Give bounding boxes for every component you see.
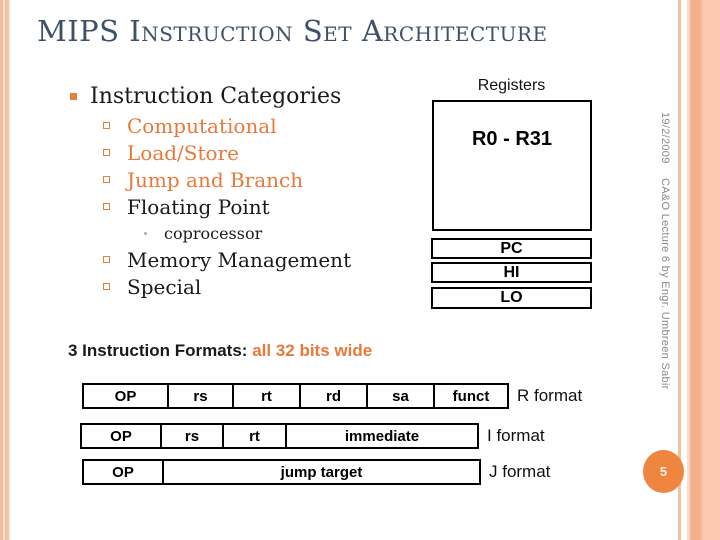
field-rd: rd — [301, 383, 368, 409]
registers-diagram-label: Registers — [477, 77, 546, 94]
field-rt: rt — [234, 383, 301, 409]
formats-heading-prefix: 3 Instruction Formats: — [68, 341, 253, 360]
list-item-memory-management: Memory Management — [70, 246, 430, 273]
list-heading-label: Instruction Categories — [90, 83, 342, 109]
right-accent-border — [687, 0, 720, 540]
list-item-computational: Computational — [70, 112, 430, 139]
j-format-row: OP jump target J format — [82, 459, 550, 485]
sidebar-credit: CA&O Lecture 6 by Engr. Umbreen Sabir — [659, 177, 671, 390]
list-item-heading: Instruction Categories — [70, 80, 430, 112]
i-format-label: I format — [487, 426, 545, 445]
list-item-coprocessor: coprocessor — [70, 220, 430, 246]
j-format-fields: OP jump target — [82, 459, 481, 485]
bullet-hollow-square-icon — [103, 122, 110, 129]
list-item-label: coprocessor — [164, 223, 263, 243]
lo-register-box: LO — [431, 287, 592, 309]
field-op: OP — [82, 383, 169, 409]
field-rs: rs — [169, 383, 234, 409]
list-item-load-store: Load/Store — [70, 139, 430, 166]
list-item-jump-branch: Jump and Branch — [70, 166, 430, 193]
list-item-label: Jump and Branch — [127, 167, 304, 192]
r-format-fields: OP rs rt rd sa funct — [82, 383, 509, 409]
r-format-row: OP rs rt rd sa funct R format — [82, 383, 582, 409]
register-file-box: R0 - R31 — [432, 100, 592, 231]
bullet-hollow-square-icon — [103, 203, 110, 210]
left-accent-border — [0, 0, 10, 540]
field-op: OP — [80, 423, 162, 449]
i-format-row: OP rs rt immediate I format — [80, 423, 545, 449]
page-number: 5 — [659, 464, 668, 479]
sidebar-vertical-text: 19/2/2009CA&O Lecture 6 by Engr. Umbreen… — [659, 112, 671, 389]
bullet-dot-icon — [144, 231, 147, 235]
right-accent-line — [678, 0, 681, 540]
list-item-label: Floating Point — [127, 194, 270, 219]
j-format-label: J format — [489, 462, 551, 481]
sidebar-date: 19/2/2009 — [659, 112, 671, 164]
slide-title: MIPS Instruction Set Architecture — [37, 14, 548, 48]
bullet-hollow-square-icon — [103, 256, 110, 263]
bullet-square-icon — [70, 92, 77, 100]
bullet-hollow-square-icon — [103, 283, 110, 290]
register-file-label: R0 - R31 — [471, 128, 553, 150]
list-item-floating-point: Floating Point — [70, 193, 430, 220]
bullet-hollow-square-icon — [103, 176, 110, 183]
field-rt: rt — [224, 423, 287, 449]
formats-heading-highlight: all 32 bits wide — [252, 341, 373, 360]
list-item-label: Load/Store — [127, 140, 239, 165]
instruction-categories-list: Instruction Categories Computational Loa… — [70, 80, 430, 300]
pc-register-box: PC — [431, 238, 592, 259]
formats-heading: 3 Instruction Formats: all 32 bits wide — [68, 341, 372, 361]
field-rs: rs — [162, 423, 224, 449]
field-sa: sa — [368, 383, 435, 409]
page-number-badge: 5 — [643, 450, 684, 493]
r-format-label: R format — [517, 386, 583, 405]
field-funct: funct — [435, 383, 509, 409]
field-immediate: immediate — [287, 423, 479, 449]
list-item-label: Memory Management — [127, 247, 352, 272]
field-jump-target: jump target — [164, 459, 481, 485]
list-item-label: Special — [127, 274, 202, 299]
hi-register-box: HI — [431, 262, 592, 283]
field-op: OP — [82, 459, 164, 485]
list-item-special: Special — [70, 273, 430, 300]
i-format-fields: OP rs rt immediate — [80, 423, 479, 449]
bullet-hollow-square-icon — [103, 149, 110, 156]
list-item-label: Computational — [127, 113, 277, 138]
